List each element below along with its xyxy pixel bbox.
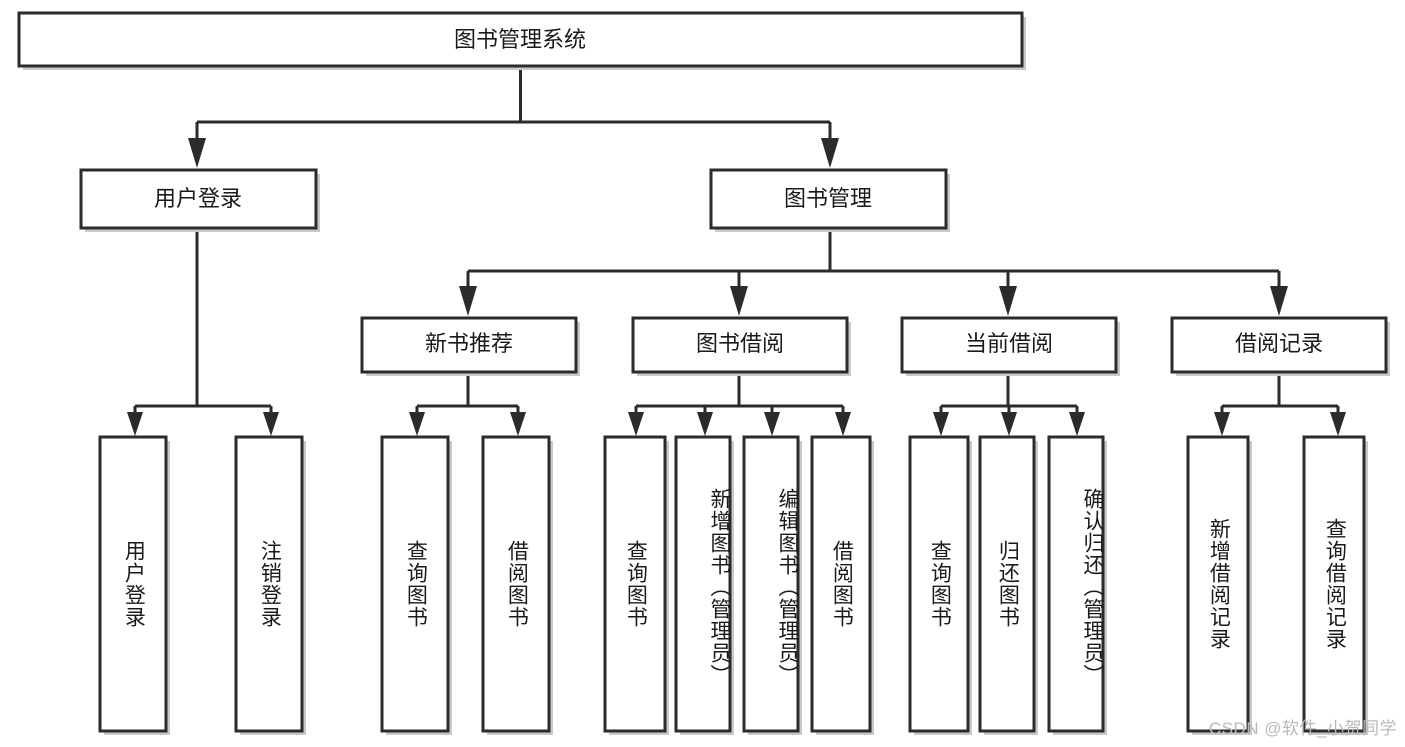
connector-group-borrow-record [1214, 374, 1346, 436]
node-book-borrow-label: 图书借阅 [696, 331, 784, 356]
leaf-query-book-1-box[interactable] [380, 435, 450, 733]
leaf-edit-book-box[interactable] [742, 435, 800, 733]
arrow-head-leaf-query-book-2 [628, 412, 644, 436]
node-borrow-record-box[interactable] [1170, 316, 1388, 374]
leaf-add-book-box[interactable] [674, 435, 732, 733]
arrow-head-leaf-return-book [1001, 412, 1017, 436]
arrow-head-leaf-user-login [127, 412, 143, 436]
connector-group-current-borrow [933, 374, 1085, 436]
connector-group-book-manage [459, 232, 1288, 316]
leaf-logout-box[interactable] [234, 435, 304, 733]
node-book-manage[interactable]: 图书管理 [709, 168, 950, 232]
connector-group-user-login [127, 232, 279, 436]
arrow-head-user-login [188, 138, 206, 168]
node-book-borrow[interactable]: 图书借阅 [631, 316, 851, 376]
node-borrow-record-label: 借阅记录 [1235, 331, 1323, 356]
leaf-query-book-2-box[interactable] [603, 435, 667, 733]
arrow-head-borrow-record [1270, 286, 1288, 316]
node-user-login-label: 用户登录 [154, 186, 242, 211]
leaf-query-record-box[interactable] [1302, 435, 1366, 733]
node-book-manage-box[interactable] [709, 168, 948, 230]
node-borrow-record[interactable]: 借阅记录 [1170, 316, 1390, 376]
leaf-add-record-box[interactable] [1186, 435, 1250, 733]
leaf-borrow-book-1-box[interactable] [481, 435, 551, 733]
node-current-borrow[interactable]: 当前借阅 [900, 316, 1120, 376]
arrow-head-leaf-query-book-1 [409, 412, 425, 436]
leaf-borrow-book-2-box[interactable] [810, 435, 872, 733]
arrow-head-leaf-logout [263, 412, 279, 436]
leaf-user-login-box[interactable] [98, 435, 168, 733]
arrow-head-leaf-query-book-3 [933, 412, 949, 436]
arrow-head-book-borrow [730, 286, 748, 316]
node-current-borrow-label: 当前借阅 [965, 331, 1053, 356]
arrow-head-new-book-recommend [459, 286, 477, 316]
node-new-book-recommend[interactable]: 新书推荐 [360, 316, 580, 376]
arrow-head-leaf-confirm-return [1069, 412, 1085, 436]
arrow-head-leaf-borrow-book-1 [510, 412, 526, 436]
leaf-query-book-3-box[interactable] [908, 435, 970, 733]
connector-group-root [188, 66, 839, 168]
arrow-head-leaf-add-book [697, 412, 713, 436]
csdn-watermark: CSDN @软件_小贺同学 [1208, 719, 1397, 738]
arrow-head-current-borrow [999, 286, 1017, 316]
leaf-boxes [98, 435, 1368, 735]
arrow-head-leaf-query-record [1330, 412, 1346, 436]
arrow-head-leaf-add-record [1214, 412, 1230, 436]
node-user-login-box[interactable] [79, 168, 318, 230]
arrow-head-leaf-borrow-book-2 [835, 412, 851, 436]
connector-group-book-borrow [628, 374, 851, 436]
node-user-login[interactable]: 用户登录 [79, 168, 320, 232]
leaf-return-book-box[interactable] [978, 435, 1036, 733]
node-root-label: 图书管理系统 [454, 27, 586, 52]
node-root-box[interactable] [17, 11, 1024, 68]
arrow-head-leaf-edit-book [764, 412, 780, 436]
node-current-borrow-box[interactable] [900, 316, 1118, 374]
node-new-book-recommend-label: 新书推荐 [425, 331, 513, 356]
node-root[interactable]: 图书管理系统 [17, 11, 1026, 70]
connector-group-new-book-recommend [409, 374, 526, 436]
node-new-book-recommend-box[interactable] [360, 316, 578, 374]
node-book-borrow-box[interactable] [631, 316, 849, 374]
leaf-confirm-return-box[interactable] [1047, 435, 1105, 733]
node-book-manage-label: 图书管理 [784, 186, 872, 211]
arrow-head-book-manage [821, 138, 839, 168]
